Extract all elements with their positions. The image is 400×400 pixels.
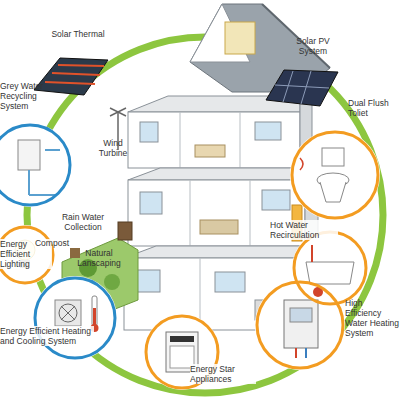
callout-label: Solar Thermal: [48, 29, 108, 39]
callout-node: Energy Efficient Lighting: [0, 225, 55, 285]
callout-label: Energy Star Appliances: [190, 364, 256, 384]
callout-circle: [0, 125, 70, 205]
bathtub-icon: [306, 245, 354, 297]
callout-label: Energy Efficient Heating and Cooling Sys…: [0, 326, 94, 346]
callout-circle: [0, 227, 53, 283]
solar-thermal-panel: [34, 58, 108, 95]
solar-pv-panel: [266, 70, 338, 106]
callout-label: Dual Flush Toliet: [348, 98, 400, 118]
callout-label: High Efficiency Water Heating System: [345, 298, 400, 338]
callout-outline: [33, 276, 117, 360]
toilet-icon: [300, 148, 349, 202]
callout-outline: [290, 130, 380, 220]
callout-label: Solar PV System: [284, 36, 342, 56]
water-heater-icon: [284, 300, 318, 358]
callout-outline: [255, 280, 345, 370]
illustration-label: Compost: [30, 238, 74, 248]
illustration-label: Rain Water Collection: [52, 212, 114, 232]
callout-node: Energy Efficient Heating and Cooling Sys…: [33, 276, 117, 360]
callout-backgrounds: [0, 123, 380, 390]
callout-node: Solar PV System: [262, 68, 338, 108]
callout-circle: [292, 132, 378, 218]
callout-label: Hot Water Recirculation: [270, 220, 338, 240]
grey-water-icon: [18, 140, 60, 195]
callout-outline: [0, 123, 72, 207]
callout-node: Grey Water Recycling System: [0, 123, 72, 207]
upper-floor: [110, 92, 312, 168]
callout-outline: [262, 68, 338, 108]
callout-node: Dual Flush Toliet: [290, 130, 380, 220]
callout-node: Energy Star Appliances: [144, 314, 220, 390]
callout-node: High Efficiency Water Heating System: [255, 280, 345, 370]
illustration-label: Wind Turbine: [90, 138, 136, 158]
callout-circle: [257, 282, 343, 368]
callout-label: Grey Water Recycling System: [0, 81, 62, 111]
callout-circle: [35, 278, 115, 358]
illustration-label: Natural Lanscaping: [70, 248, 128, 268]
